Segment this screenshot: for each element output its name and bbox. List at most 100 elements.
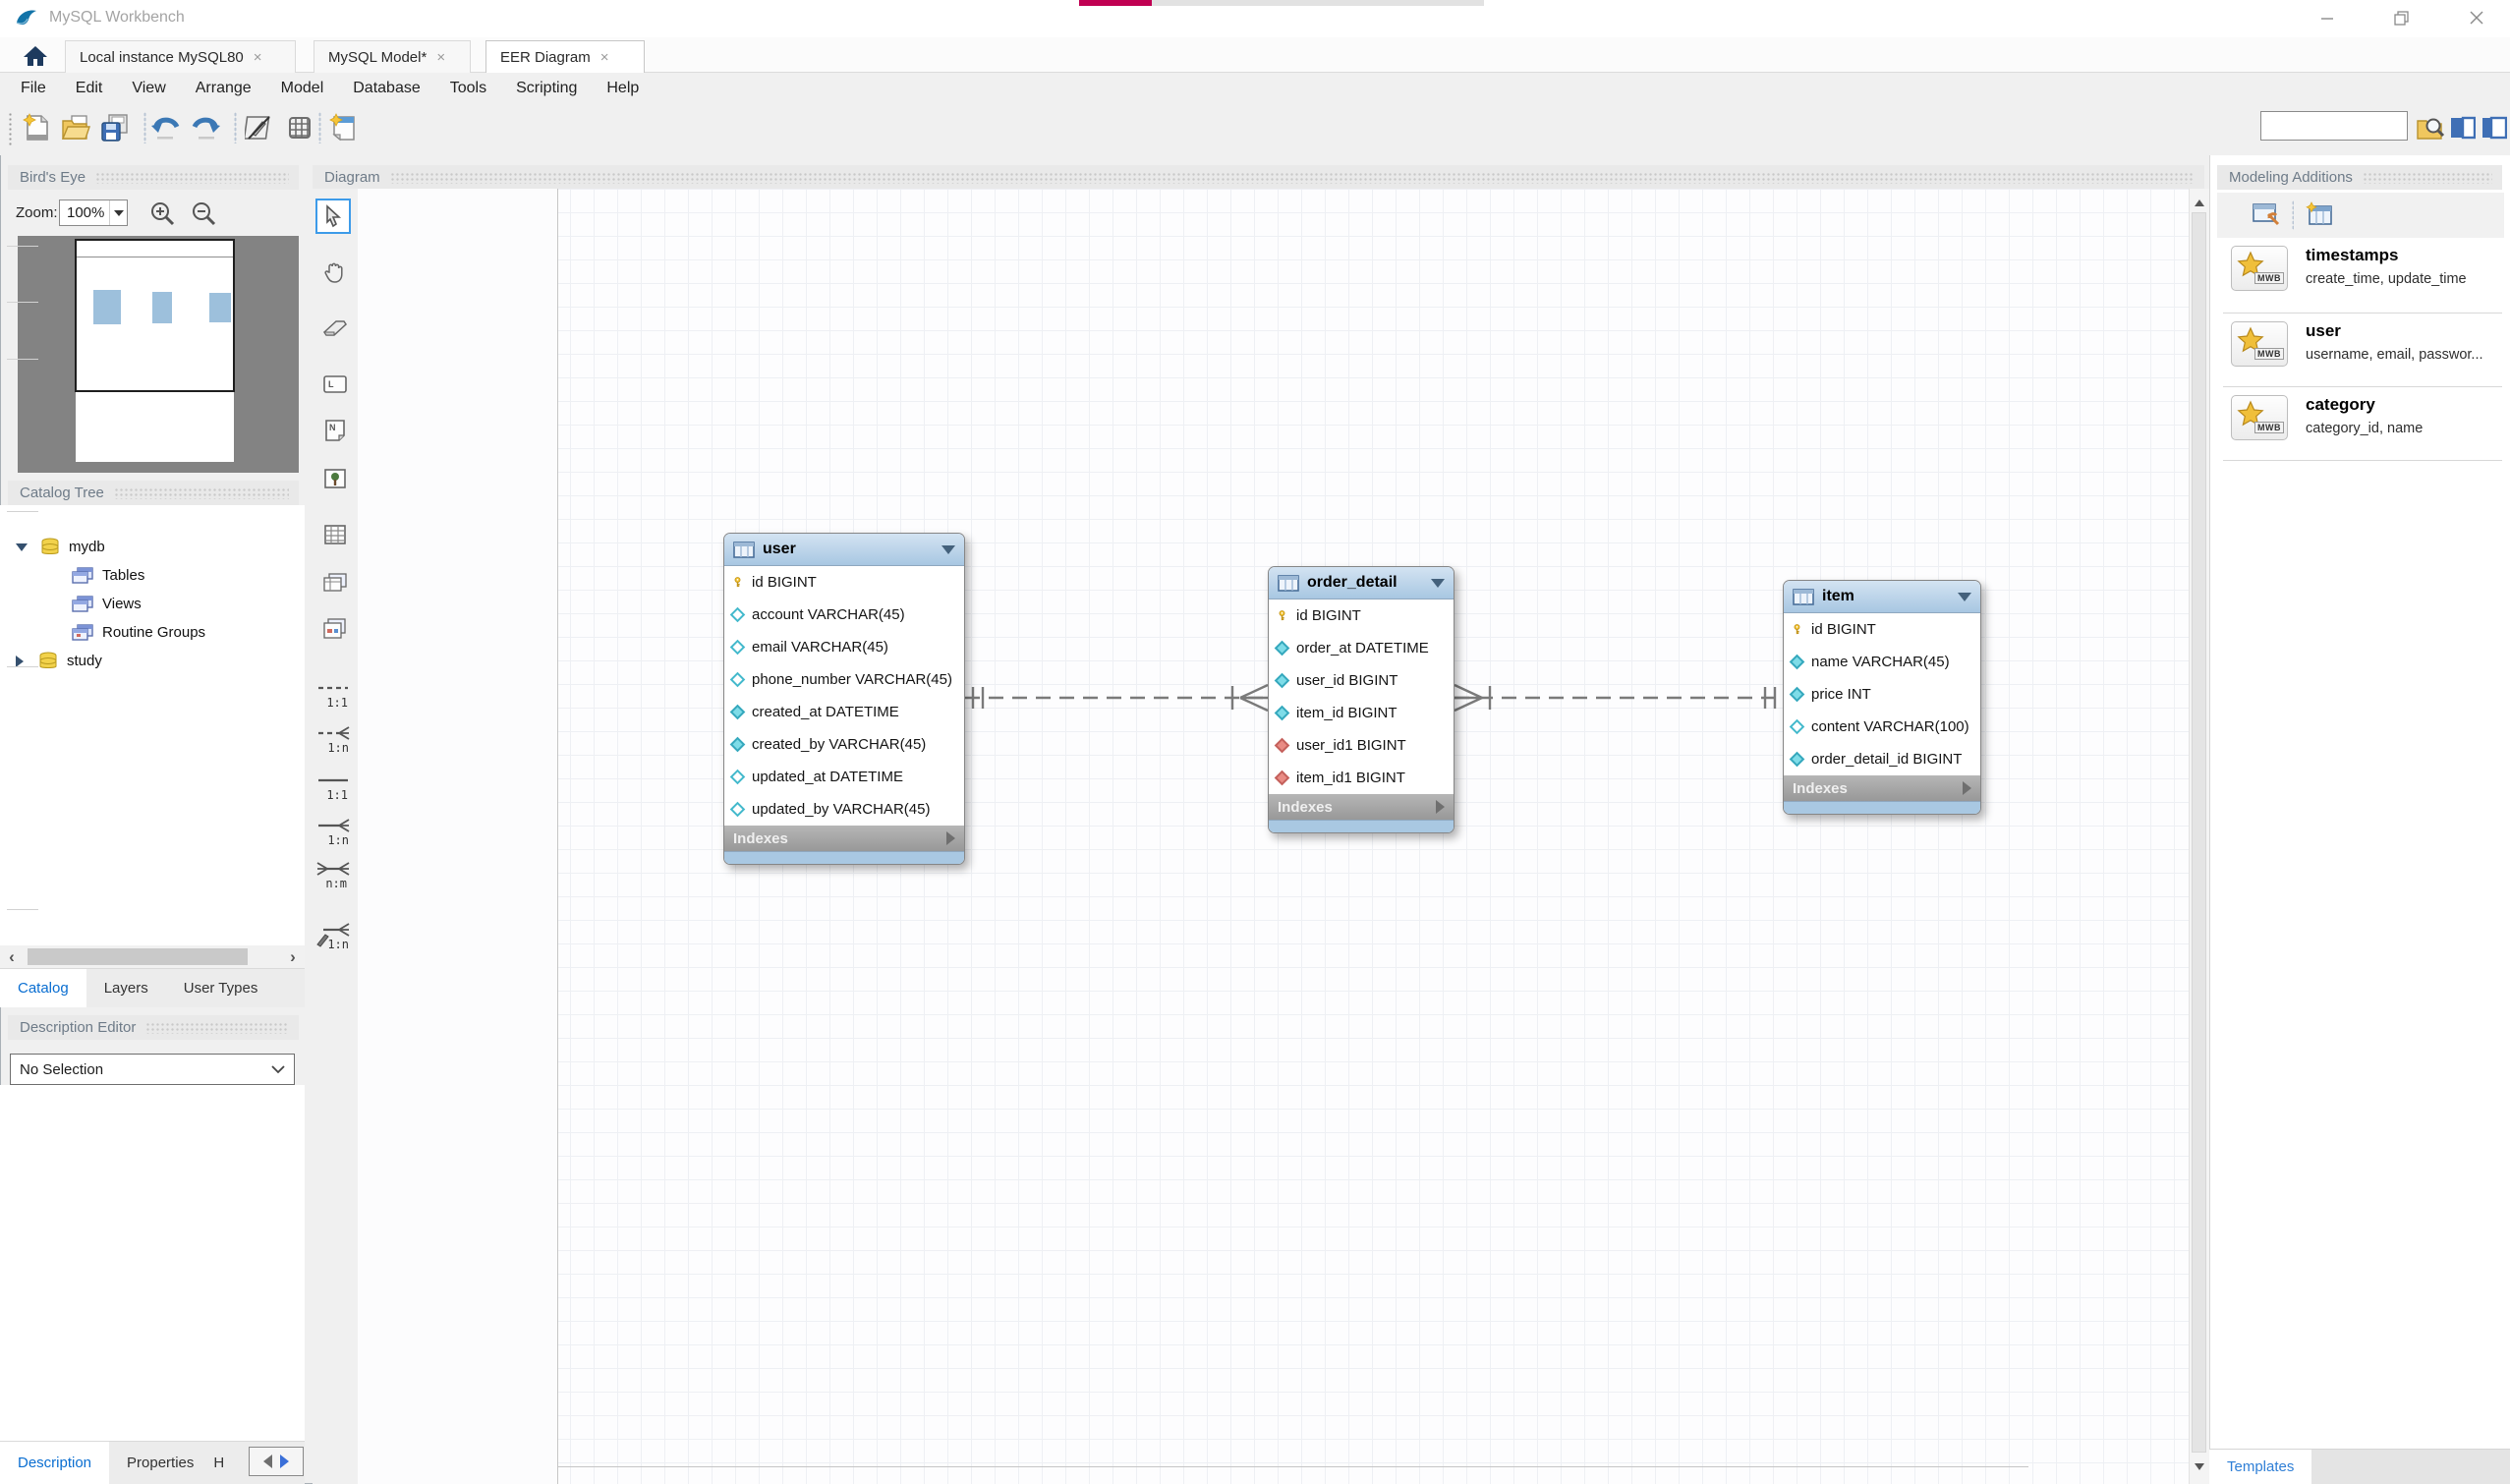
tool-pan[interactable] — [317, 255, 353, 290]
tab-description[interactable]: Description — [0, 1442, 110, 1484]
tree-node-views[interactable]: Views — [0, 590, 305, 618]
menu-tools[interactable]: Tools — [449, 80, 487, 96]
zoom-out-button[interactable] — [187, 197, 220, 232]
tab-close-icon[interactable]: × — [436, 48, 446, 66]
column-row[interactable]: updated_by VARCHAR(45) — [724, 793, 964, 826]
tool-rel-1to1-identifying[interactable]: 1:1 — [315, 771, 351, 806]
table-header[interactable]: item — [1784, 581, 1980, 613]
column-row[interactable]: id BIGINT — [1784, 613, 1980, 646]
description-editor-body[interactable] — [0, 1085, 305, 1441]
column-row[interactable]: id BIGINT — [724, 566, 964, 599]
tab-local-instance[interactable]: Local instance MySQL80 × — [65, 40, 296, 73]
tool-rel-1ton-identifying[interactable]: 1:n — [315, 816, 351, 851]
birds-eye-minimap[interactable] — [18, 236, 299, 473]
toggle-left-sidebar-button[interactable] — [2449, 110, 2477, 145]
scroll-right-button[interactable]: › — [290, 946, 296, 966]
table-figure-order-detail[interactable]: order_detail id BIGINT order_at DATETIME… — [1268, 566, 1455, 833]
indexes-section[interactable]: Indexes — [724, 826, 964, 851]
find-options-button[interactable] — [2414, 110, 2447, 145]
column-row[interactable]: item_id1 BIGINT — [1269, 762, 1454, 794]
scroll-left-button[interactable]: ‹ — [9, 946, 15, 966]
tool-rel-pick-columns[interactable]: 1:n — [315, 920, 351, 955]
toggle-grid-button[interactable] — [283, 110, 316, 145]
tree-node-mydb[interactable]: mydb — [0, 533, 305, 561]
scroll-tabs-right-icon[interactable] — [280, 1455, 289, 1468]
scroll-up-button[interactable] — [2189, 193, 2209, 213]
tab-properties[interactable]: Properties — [127, 1455, 195, 1471]
collapse-caret-icon[interactable] — [941, 544, 955, 554]
collapse-arrow-icon[interactable] — [16, 655, 24, 667]
scrollbar-thumb[interactable] — [2192, 212, 2206, 1453]
tool-place-view[interactable] — [317, 565, 353, 600]
column-row[interactable]: order_detail_id BIGINT — [1784, 743, 1980, 775]
zoom-dropdown-button[interactable] — [109, 200, 127, 225]
redo-button[interactable] — [189, 110, 222, 145]
scroll-down-button[interactable] — [2189, 1456, 2209, 1477]
table-header[interactable]: order_detail — [1269, 567, 1454, 599]
diagram-canvas[interactable] — [358, 189, 2189, 1484]
expand-caret-icon[interactable] — [1963, 781, 1971, 795]
toggle-right-sidebar-button[interactable] — [2481, 110, 2508, 145]
tool-image[interactable] — [317, 461, 353, 496]
toggle-editing-button[interactable] — [242, 110, 275, 145]
table-figure-item[interactable]: item id BIGINT name VARCHAR(45) price IN… — [1783, 580, 1981, 815]
column-row[interactable]: content VARCHAR(100) — [1784, 711, 1980, 743]
tab-history-clipped[interactable]: H — [213, 1455, 225, 1471]
column-row[interactable]: email VARCHAR(45) — [724, 631, 964, 663]
new-document-button[interactable] — [20, 110, 53, 145]
tree-node-routine-groups[interactable]: Routine Groups — [0, 618, 305, 647]
search-input[interactable] — [2260, 111, 2408, 141]
tree-node-tables[interactable]: Tables — [0, 561, 305, 590]
column-row[interactable]: name VARCHAR(45) — [1784, 646, 1980, 678]
column-row[interactable]: created_by VARCHAR(45) — [724, 728, 964, 761]
menu-database[interactable]: Database — [353, 80, 421, 96]
menu-view[interactable]: View — [132, 80, 166, 96]
tab-eer-diagram[interactable]: EER Diagram × — [485, 40, 645, 73]
save-model-button[interactable] — [98, 110, 132, 145]
expand-caret-icon[interactable] — [946, 831, 955, 845]
tool-eraser[interactable] — [317, 311, 353, 346]
column-row[interactable]: created_at DATETIME — [724, 696, 964, 728]
collapse-caret-icon[interactable] — [1431, 578, 1445, 588]
edit-addition-icon[interactable] — [2251, 200, 2282, 230]
expand-caret-icon[interactable] — [1436, 800, 1445, 814]
tab-mysql-model[interactable]: MySQL Model* × — [314, 40, 471, 73]
tool-note[interactable]: N — [317, 413, 353, 448]
column-row[interactable]: item_id BIGINT — [1269, 697, 1454, 729]
menu-arrange[interactable]: Arrange — [195, 80, 252, 96]
indexes-section[interactable]: Indexes — [1784, 775, 1980, 801]
column-row[interactable]: user_id BIGINT — [1269, 664, 1454, 697]
addition-item-timestamps[interactable]: MWB timestamps create_time, update_time — [2231, 246, 2467, 291]
tool-rel-1ton-nonidentifying[interactable]: 1:n — [315, 723, 351, 759]
minimap-viewport[interactable] — [75, 239, 235, 392]
zoom-level-select[interactable]: 100% — [59, 200, 128, 226]
selection-dropdown[interactable]: No Selection — [10, 1054, 295, 1085]
menu-scripting[interactable]: Scripting — [516, 80, 578, 96]
menu-help[interactable]: Help — [606, 80, 640, 96]
restore-button[interactable] — [2373, 0, 2428, 35]
column-row[interactable]: id BIGINT — [1269, 599, 1454, 632]
tool-place-routine-group[interactable] — [317, 611, 353, 647]
tab-catalog[interactable]: Catalog — [0, 969, 86, 1007]
column-row[interactable]: order_at DATETIME — [1269, 632, 1454, 664]
addition-item-user[interactable]: MWB user username, email, passwor... — [2231, 321, 2483, 367]
tool-place-table[interactable] — [317, 517, 353, 552]
menu-edit[interactable]: Edit — [75, 80, 103, 96]
table-header[interactable]: user — [724, 534, 964, 566]
column-row[interactable]: user_id1 BIGINT — [1269, 729, 1454, 762]
column-row[interactable]: phone_number VARCHAR(45) — [724, 663, 964, 696]
tab-user-types[interactable]: User Types — [183, 980, 258, 997]
scrollbar-thumb[interactable] — [28, 948, 248, 965]
home-tab[interactable] — [12, 40, 59, 72]
undo-button[interactable] — [149, 110, 183, 145]
column-row[interactable]: account VARCHAR(45) — [724, 599, 964, 631]
toolbar-drag-handle[interactable] — [8, 112, 13, 147]
tab-templates[interactable]: Templates — [2209, 1450, 2311, 1484]
tab-close-icon[interactable]: × — [253, 48, 262, 66]
tool-layer[interactable]: L — [317, 367, 353, 402]
addition-item-category[interactable]: MWB category category_id, name — [2231, 395, 2423, 440]
expand-arrow-icon[interactable] — [16, 542, 28, 551]
menu-model[interactable]: Model — [280, 80, 324, 96]
tool-rel-ntom-identifying[interactable]: n:m — [315, 859, 351, 894]
zoom-in-button[interactable] — [145, 197, 179, 232]
